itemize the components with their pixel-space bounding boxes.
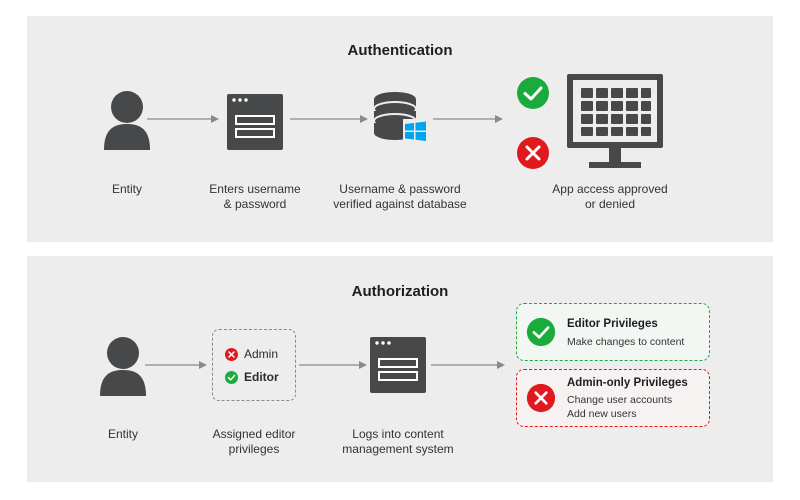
authorization-panel: Authorization Admin Editor [27,256,773,482]
arrow-right-icon [431,361,505,369]
arrow-right-icon [147,115,219,123]
check-icon [517,77,549,109]
x-icon [225,347,238,361]
windows-logo-icon [403,119,427,143]
roles-box: Admin Editor [212,329,296,401]
database-icon [373,92,427,143]
admin-privileges-title: Admin-only Privileges [567,377,688,389]
verified-database-label: Username & password verified against dat… [333,182,467,211]
authorization-title: Authorization [351,283,449,300]
x-icon [517,137,549,169]
editor-privileges-desc: Make changes to content [567,336,685,348]
person-icon [104,91,150,150]
arrow-right-icon [433,115,503,123]
role-admin-label: Admin [244,347,279,361]
admin-privileges-box: Admin-only Privileges Change user accoun… [516,369,710,427]
role-editor-label: Editor [244,370,279,384]
authentication-title: Authentication [347,42,453,59]
editor-privileges-title: Editor Privileges [567,318,658,330]
app-access-label: App access approved or denied [552,182,668,211]
arrow-right-icon [290,115,368,123]
check-icon [225,370,238,384]
role-admin: Admin [225,347,278,361]
login-form-icon [227,94,283,150]
check-icon [526,317,556,347]
entity-label: Entity [107,427,138,441]
enters-credentials-label: Enters username & password [209,182,301,211]
role-editor: Editor [225,370,279,384]
editor-privileges-box: Editor Privileges Make changes to conten… [516,303,710,361]
entity-label: Entity [111,182,142,196]
logs-into-cms-label: Logs into content management system [342,427,454,456]
person-icon [100,337,146,396]
authentication-panel: Authentication [27,16,773,242]
login-form-icon [370,337,426,393]
monitor-app-icon [567,74,663,168]
x-icon [526,383,556,413]
arrow-right-icon [145,361,207,369]
assigned-privileges-label: Assigned editor privileges [212,427,296,456]
arrow-right-icon [299,361,367,369]
admin-privileges-desc: Change user accounts Add new users [567,394,673,420]
